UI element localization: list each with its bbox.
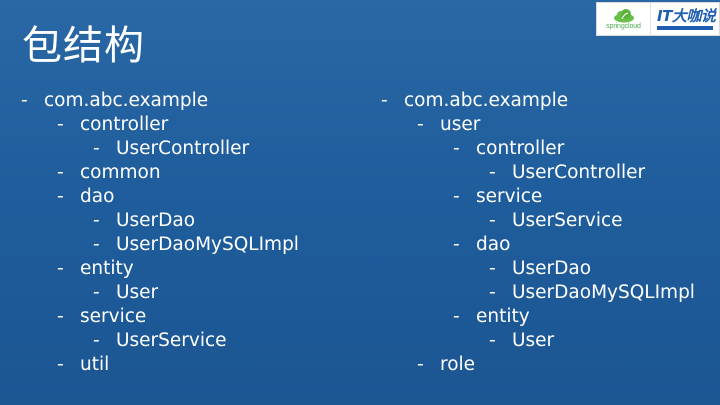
- tree-item: -UserDao: [381, 257, 711, 281]
- tree-item-label: common: [80, 162, 161, 183]
- bullet-dash: -: [57, 114, 64, 135]
- tree-item-label: user: [440, 114, 481, 135]
- spring-cloud-logo: springcloud: [597, 3, 651, 35]
- bullet-dash: -: [93, 330, 100, 351]
- tree-item: -dao: [21, 185, 341, 209]
- spring-cloud-logo-text: springcloud: [606, 22, 641, 30]
- tree-item-label: UserDaoMySQLImpl: [116, 234, 299, 255]
- bullet-dash: -: [489, 330, 496, 351]
- tree-item-label: com.abc.example: [44, 90, 209, 111]
- tree-item: -util: [21, 353, 341, 377]
- tree-item-label: util: [80, 354, 110, 375]
- tree-item-label: User: [512, 330, 555, 351]
- tree-item-label: UserDaoMySQLImpl: [512, 282, 695, 303]
- tree-item: -service: [381, 185, 711, 209]
- package-tree-by-layer: -com.abc.example-controller-UserControll…: [21, 89, 341, 377]
- bullet-dash: -: [93, 138, 100, 159]
- bullet-dash: -: [489, 210, 496, 231]
- tree-item-label: entity: [476, 306, 530, 327]
- bullet-dash: -: [381, 90, 388, 111]
- tree-item-label: service: [476, 186, 543, 207]
- tree-item-label: service: [80, 306, 147, 327]
- bullet-dash: -: [57, 162, 64, 183]
- bullet-dash: -: [57, 354, 64, 375]
- bullet-dash: -: [453, 234, 460, 255]
- tree-item: -User: [381, 329, 711, 353]
- tree-item: -controller: [381, 137, 711, 161]
- tree-item: -UserDaoMySQLImpl: [381, 281, 711, 305]
- tree-item-label: UserDao: [512, 258, 592, 279]
- tree-item: -User: [21, 281, 341, 305]
- tree-item-label: UserController: [512, 162, 646, 183]
- tree-item-label: role: [440, 354, 476, 375]
- cloud-icon: [613, 8, 634, 22]
- bullet-dash: -: [489, 162, 496, 183]
- package-tree-by-feature: -com.abc.example-user-controller-UserCon…: [381, 89, 711, 377]
- tree-item-label: dao: [476, 234, 511, 255]
- bullet-dash: -: [93, 282, 100, 303]
- tree-item: -entity: [21, 257, 341, 281]
- tree-item: -com.abc.example: [381, 89, 711, 113]
- bullet-dash: -: [453, 186, 460, 207]
- tree-item-label: UserService: [512, 210, 623, 231]
- bullet-dash: -: [453, 306, 460, 327]
- tree-item: -com.abc.example: [21, 89, 341, 113]
- tree-item: -common: [21, 161, 341, 185]
- slide-title: 包结构: [22, 23, 145, 69]
- bullet-dash: -: [453, 138, 460, 159]
- tree-item-label: dao: [80, 186, 115, 207]
- tree-item: -dao: [381, 233, 711, 257]
- tree-item-label: UserService: [116, 330, 227, 351]
- bullet-dash: -: [93, 234, 100, 255]
- bullet-dash: -: [417, 354, 424, 375]
- tree-item-label: entity: [80, 258, 134, 279]
- tree-item-label: controller: [476, 138, 565, 159]
- bullet-dash: -: [93, 210, 100, 231]
- it-daka-logo: IT大咖说: [651, 3, 719, 35]
- tree-item-label: UserDao: [116, 210, 196, 231]
- tree-item: -UserService: [381, 209, 711, 233]
- tree-item: -UserController: [381, 161, 711, 185]
- bullet-dash: -: [489, 258, 496, 279]
- tree-item-label: UserController: [116, 138, 250, 159]
- tree-item: -entity: [381, 305, 711, 329]
- bullet-dash: -: [417, 114, 424, 135]
- it-daka-logo-bar: [657, 26, 713, 30]
- tree-item-label: User: [116, 282, 159, 303]
- tree-item: -controller: [21, 113, 341, 137]
- tree-item: -UserService: [21, 329, 341, 353]
- bullet-dash: -: [21, 90, 28, 111]
- bullet-dash: -: [57, 306, 64, 327]
- tree-item: -service: [21, 305, 341, 329]
- tree-item-label: com.abc.example: [404, 90, 569, 111]
- sponsor-logos: springcloud IT大咖说: [596, 2, 720, 36]
- tree-item-label: controller: [80, 114, 169, 135]
- tree-item: -UserDao: [21, 209, 341, 233]
- it-daka-logo-text: IT大咖说: [657, 7, 716, 25]
- tree-item: -UserDaoMySQLImpl: [21, 233, 341, 257]
- tree-item: -user: [381, 113, 711, 137]
- bullet-dash: -: [57, 186, 64, 207]
- tree-item: -role: [381, 353, 711, 377]
- tree-item: -UserController: [21, 137, 341, 161]
- bullet-dash: -: [57, 258, 64, 279]
- bullet-dash: -: [489, 282, 496, 303]
